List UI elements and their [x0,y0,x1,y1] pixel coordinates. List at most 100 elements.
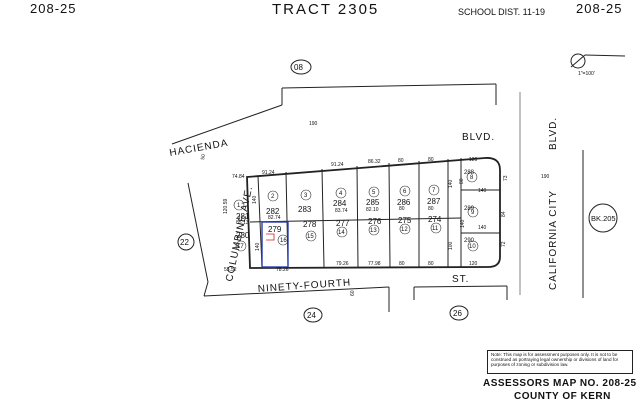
lot-10: 10 [469,244,476,250]
apn-276[interactable]: 276 [368,217,382,226]
county-label: COUNTY OF KERN [514,391,611,402]
svg-text:82.10: 82.10 [366,207,379,213]
lot-12: 12 [401,227,408,233]
svg-text:80: 80 [399,206,405,212]
apn-283[interactable]: 283 [298,205,312,214]
apn-281[interactable]: 281 [236,212,250,221]
red-mark [266,233,275,241]
svg-text:83.74: 83.74 [335,208,348,214]
cc-blvd-short-label: BLVD. [548,117,559,150]
svg-text:140: 140 [460,219,466,228]
north-arrow-icon [570,53,626,69]
svg-text:80: 80 [428,261,434,267]
svg-text:120.59: 120.59 [223,198,229,214]
apn-275[interactable]: 275 [398,216,412,225]
lot-3: 3 [304,193,308,199]
apn-285[interactable]: 285 [366,198,380,207]
svg-text:82.74: 82.74 [268,215,281,221]
apn-280[interactable]: 280 [236,231,250,240]
lot-1: 1 [237,203,241,209]
bottom-parcels: 279 16 278 15 277 14 276 13 275 12 274 1… [268,215,442,246]
ninety-fourth-st-label: ST. [452,274,469,285]
lot-2: 2 [271,194,275,200]
svg-text:120: 120 [469,157,478,163]
assessors-map-number: ASSESSORS MAP NO. 208-25 [483,378,637,389]
apn-284[interactable]: 284 [333,199,347,208]
svg-text:100: 100 [448,241,454,250]
highlighted-parcel-279[interactable] [261,221,289,268]
california-city-label: CALIFORNIA CITY [548,190,559,290]
dimensions: 74.84 91.24 91.24 86.32 80 80 120 85.13 … [200,154,509,296]
svg-text:80: 80 [428,206,434,212]
apn-274[interactable]: 274 [428,215,442,224]
svg-text:140: 140 [478,188,487,194]
lot-4: 4 [339,191,343,197]
svg-text:140: 140 [252,195,258,204]
svg-text:73: 73 [503,175,509,181]
lot-7: 7 [432,188,436,194]
map-ref-24-circle [303,307,323,323]
lot-5: 5 [372,190,376,196]
svg-text:80: 80 [428,157,434,163]
apn-282[interactable]: 282 [266,207,280,216]
block-outline [246,157,501,269]
lot-6: 6 [403,189,407,195]
map-number-left: 208-25 [30,1,76,16]
svg-text:79.26: 79.26 [336,261,349,267]
apn-287[interactable]: 287 [427,197,441,206]
road-width-190b: 190 [541,174,550,180]
svg-text:140: 140 [478,225,487,231]
lot-13: 13 [370,228,377,234]
svg-text:91.24: 91.24 [331,162,344,168]
lot-1-circle [233,199,245,211]
svg-text:85.13: 85.13 [236,220,249,226]
svg-text:140: 140 [255,242,261,251]
map-ref-24: 24 [307,311,316,320]
svg-text:80: 80 [459,178,465,184]
lot-14: 14 [338,230,345,236]
map-ref-08: 08 [294,63,303,72]
lot-lines [257,158,500,268]
map-number-right: 208-25 [576,1,622,16]
tract-title: TRACT 2305 [272,1,379,18]
svg-text:77.98: 77.98 [368,261,381,267]
lot-15: 15 [307,234,314,240]
book-ref-circle [588,203,618,233]
map-ref-22-circle [177,233,195,251]
svg-text:72: 72 [501,241,507,247]
scale-label: 1"=100' [578,71,595,77]
svg-text:91.24: 91.24 [262,170,275,176]
hacienda-north-line [171,83,497,145]
apn-278[interactable]: 278 [303,220,317,229]
apn-289[interactable]: 289 [464,206,475,212]
lot-16: 16 [280,238,287,244]
svg-text:78.26: 78.26 [276,267,289,273]
svg-text:80: 80 [399,261,405,267]
lot-9: 9 [471,210,475,216]
apn-290[interactable]: 290 [464,238,475,244]
svg-text:55.52: 55.52 [224,267,237,273]
svg-text:50: 50 [200,154,207,161]
svg-text:86.32: 86.32 [368,159,381,165]
map-ref-22: 22 [180,238,189,247]
apn-286[interactable]: 286 [397,198,411,207]
lot-17: 17 [237,244,244,250]
apn-277[interactable]: 277 [336,219,350,228]
lot-17-circle [235,240,247,252]
hacienda-blvd-label: BLVD. [462,132,495,143]
apn-288[interactable]: 288 [464,170,475,176]
lot-11: 11 [432,226,439,232]
book-ref-label: BK.205 [591,214,616,223]
apn-279[interactable]: 279 [268,225,282,234]
hacienda-label: HACIENDA [169,138,230,159]
school-district: SCHOOL DIST. 11-19 [458,7,545,17]
svg-text:84: 84 [501,211,507,217]
columbine-west-line [187,182,209,283]
map-ref-26-circle [449,305,469,321]
disclaimer-note: Note: This map is for assessment purpose… [487,350,633,374]
top-parcels: 2 282 3 283 4 284 5 285 6 286 7 287 [266,184,441,216]
lot-8: 8 [470,175,474,181]
south-boundary [203,281,508,312]
